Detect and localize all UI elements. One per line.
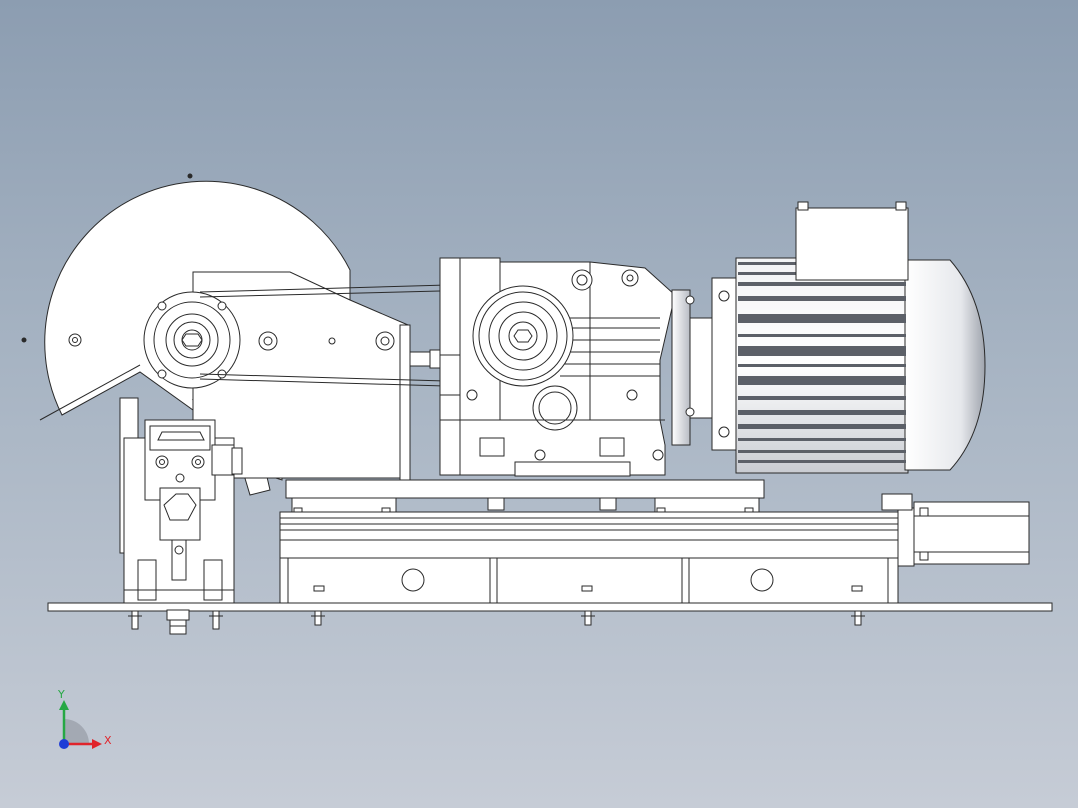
arm-fitting: [409, 349, 441, 369]
y-axis-arrowhead: [59, 700, 69, 710]
x-axis-arrowhead: [92, 739, 102, 749]
servo-motor: [881, 493, 1030, 567]
y-axis-label: Y: [58, 688, 65, 701]
base-plate: [47, 602, 1053, 612]
x-axis-label: X: [104, 734, 112, 747]
clamp-vise: [119, 397, 243, 604]
motor-flange: [671, 289, 717, 446]
spindle-pulley: [143, 291, 241, 389]
z-axis-dot: [59, 739, 69, 749]
motor-terminal-box: [795, 201, 909, 281]
slide-table: [285, 479, 765, 511]
frame-beam: [279, 539, 899, 604]
base-bolts: [128, 610, 865, 630]
motor-cooling-fins: [738, 262, 906, 463]
linear-rail: [279, 511, 911, 541]
pneumatic-fitting: [166, 609, 190, 635]
gearbox-pulley: [472, 285, 574, 387]
coordinate-triad: [59, 700, 102, 749]
saw-arm-plate: [192, 271, 411, 481]
